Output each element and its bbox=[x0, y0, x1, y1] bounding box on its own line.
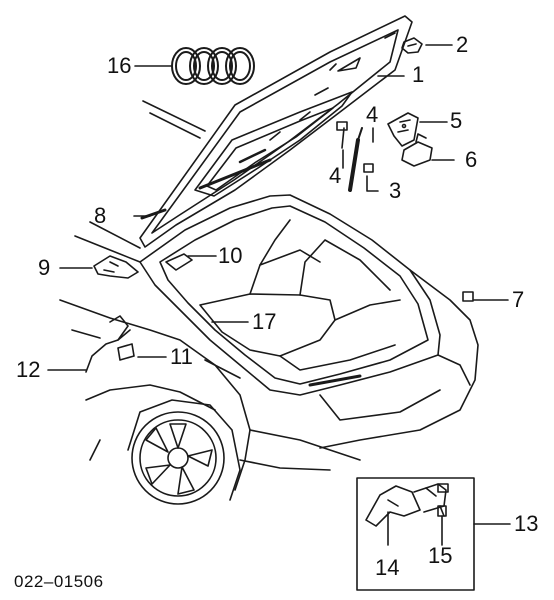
callout-4-upper: 4 bbox=[366, 102, 379, 127]
callout-7: 7 bbox=[512, 287, 525, 312]
gas-strut bbox=[336, 121, 374, 192]
callout-17: 17 bbox=[252, 309, 277, 334]
inset-box bbox=[356, 477, 475, 591]
rear-wheel bbox=[127, 399, 241, 505]
hatch-lid bbox=[139, 15, 413, 248]
callout-6: 6 bbox=[465, 147, 478, 172]
callout-4-lower: 4 bbox=[329, 163, 342, 188]
audi-rings-emblem bbox=[171, 47, 255, 85]
roof-lines bbox=[142, 100, 206, 139]
callout-2: 2 bbox=[456, 32, 469, 57]
callout-10: 10 bbox=[218, 243, 243, 268]
callout-13: 13 bbox=[514, 511, 539, 536]
car-body bbox=[59, 194, 479, 491]
interior-lamp-10 bbox=[165, 253, 193, 271]
callout-3: 3 bbox=[389, 178, 402, 203]
callout-11: 11 bbox=[170, 344, 193, 369]
release-handle-11 bbox=[117, 343, 135, 361]
callout-5: 5 bbox=[450, 108, 463, 133]
callout-8: 8 bbox=[94, 203, 107, 228]
drawing-code: 022–01506 bbox=[14, 572, 104, 591]
release-cable-12 bbox=[85, 315, 131, 373]
callout-14: 14 bbox=[375, 555, 400, 580]
callout-leaders bbox=[47, 44, 511, 525]
latch-9 bbox=[93, 255, 139, 279]
cap-7 bbox=[462, 291, 474, 302]
callout-15: 15 bbox=[428, 543, 453, 568]
hinge-bracket-5 bbox=[387, 112, 419, 147]
callout-16: 16 bbox=[107, 53, 132, 78]
latch-bracket-6 bbox=[401, 133, 433, 167]
callout-9: 9 bbox=[38, 255, 51, 280]
callout-12: 12 bbox=[16, 357, 41, 382]
callout-1: 1 bbox=[412, 62, 425, 87]
fastener-2 bbox=[401, 37, 423, 54]
